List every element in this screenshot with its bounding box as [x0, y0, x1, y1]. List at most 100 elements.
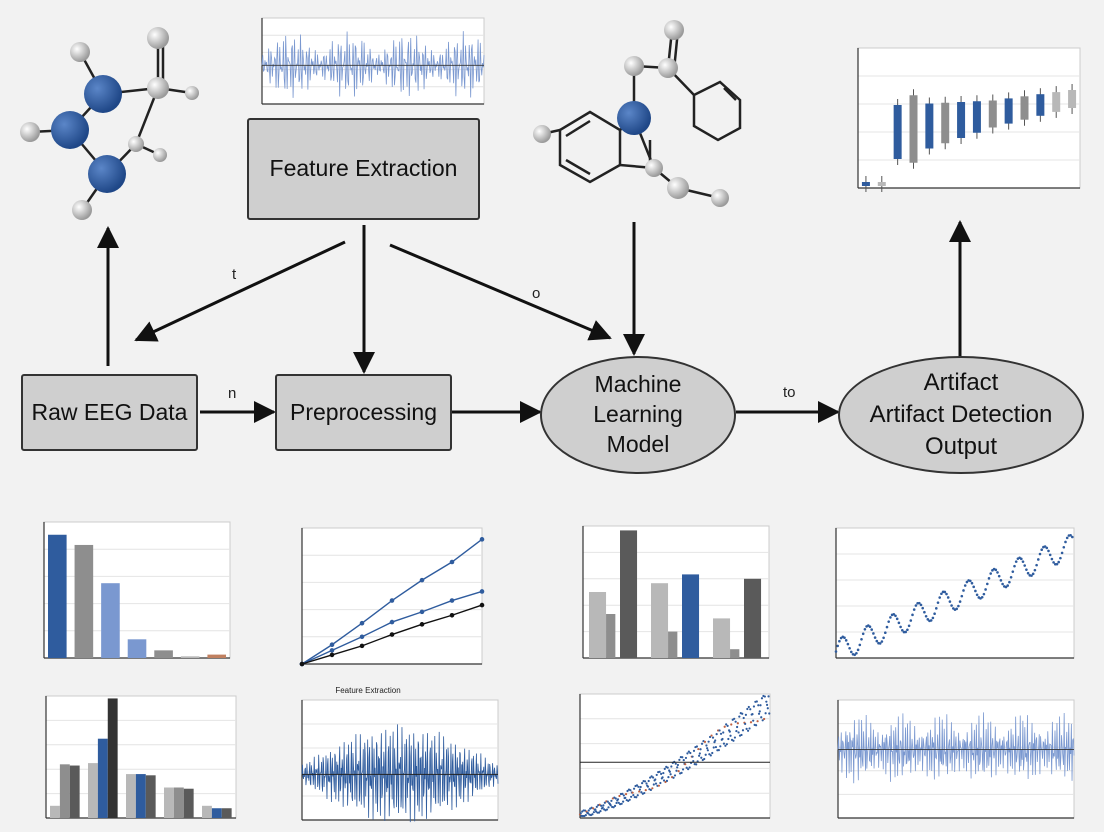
scatter-chart-2-point	[698, 752, 701, 755]
scatter-chart-2-point	[711, 736, 715, 739]
scatter-chart-2-point	[700, 756, 703, 759]
bar-chart-3-bar	[145, 775, 156, 818]
line-chart-1-point	[329, 648, 335, 653]
bar-chart-2-bar	[620, 530, 638, 658]
scatter-chart-2-point	[732, 739, 735, 742]
scatter-chart-1-point	[1004, 585, 1008, 589]
scatter-chart-2-point	[684, 756, 688, 760]
scatter-chart-2-point	[687, 750, 690, 753]
scatter-chart-2-point	[681, 756, 684, 759]
scatter-chart-2-point	[730, 723, 733, 726]
scatter-chart-2-point	[607, 806, 610, 809]
scatter-chart-1-point	[909, 619, 913, 622]
scatter-chart-2-point	[758, 710, 761, 713]
scatter-chart-1-point	[1045, 546, 1049, 550]
scatter-chart-1-point	[899, 625, 902, 629]
scatter-chart-1-point	[987, 577, 991, 580]
scatter-chart-2-point	[661, 776, 664, 779]
node-ml-label-line3: Model	[606, 430, 670, 457]
bar-chart-2	[582, 525, 770, 659]
signal-chart-2-plot-area	[837, 699, 1075, 819]
line-chart-1-point	[389, 632, 395, 637]
scatter-chart-1-point	[1059, 556, 1062, 560]
scatter-chart-2-point	[670, 765, 673, 768]
scatter-chart-2-point	[719, 732, 723, 735]
scatter-chart-2-point	[669, 773, 672, 776]
bar-chart-3-bar	[211, 808, 222, 818]
node-machine-learning-model[interactable]: Machine Learning Model	[540, 356, 736, 474]
scatter-chart-2-point	[605, 808, 609, 811]
scatter-chart-2-point	[677, 770, 680, 773]
scatter-chart-2-point	[746, 707, 749, 711]
scatter-chart-2-point	[748, 727, 751, 730]
scatter-chart-1-point	[999, 579, 1003, 582]
node-raw-eeg-data[interactable]: Raw EEG Data	[21, 374, 198, 451]
scatter-chart-1-point	[940, 592, 943, 596]
scatter-chart-2-point	[752, 705, 756, 708]
scatter-chart-1-point	[1031, 572, 1035, 576]
scatter-chart-2-point	[617, 801, 620, 804]
scatter-chart-2-point	[717, 749, 720, 752]
candlestick-thumbnail-plot-area	[857, 47, 1081, 189]
scatter-chart-2-point	[616, 798, 620, 801]
scatter-chart-2-point	[649, 788, 652, 792]
scatter-chart-1-point	[1040, 548, 1043, 552]
bar-chart-1-bar	[180, 656, 200, 658]
scatter-chart-2-point	[740, 733, 743, 737]
scatter-chart-2-point	[697, 747, 700, 751]
scatter-chart-2-point	[654, 778, 657, 781]
scatter-chart-2-point	[622, 800, 625, 803]
scatter-chart-2-point	[700, 742, 704, 745]
node-artifact-detection-output[interactable]: Artifact Artifact Detection Output	[838, 356, 1084, 474]
scatter-chart-2-point	[613, 804, 617, 807]
scatter-chart-1-point	[933, 612, 936, 615]
scatter-chart-2-point	[738, 715, 741, 718]
molecule-icon-right	[533, 20, 742, 207]
scatter-chart-2-point	[638, 788, 642, 791]
scatter-chart-2-point	[615, 801, 618, 805]
scatter-chart-2-point	[760, 716, 763, 719]
scatter-chart-1-point	[975, 593, 979, 597]
scatter-chart-1-point	[924, 614, 928, 618]
scatter-chart-1-point	[943, 590, 947, 594]
scatter-chart-2-point	[742, 716, 745, 720]
scatter-chart-2-point	[635, 784, 639, 787]
line-chart-1-plot-area	[301, 527, 483, 665]
scatter-chart-1-point	[904, 630, 907, 634]
node-feature-extraction[interactable]: Feature Extraction	[247, 118, 480, 220]
scatter-chart-2-point	[751, 712, 754, 716]
line-chart-1-point	[359, 634, 365, 640]
scatter-chart-1-point	[1030, 574, 1033, 577]
scatter-chart-1-point	[1065, 536, 1069, 540]
scatter-chart-2-point	[745, 727, 748, 730]
scatter-chart-1-point	[1047, 549, 1050, 553]
line-chart-1-point	[479, 602, 485, 608]
scatter-chart-2-point	[630, 795, 633, 798]
candlestick-body	[941, 102, 950, 144]
node-ml-label-line2: Learning	[593, 401, 683, 428]
scatter-chart-1-plot-area	[835, 527, 1075, 659]
line-chart-1-point	[299, 661, 305, 667]
signal-chart-2	[837, 699, 1075, 819]
scatter-chart-2-point	[759, 704, 762, 707]
scatter-chart-2-point	[755, 700, 758, 703]
node-preprocessing-label: Preprocessing	[289, 398, 438, 425]
bar-chart-3-bar	[173, 787, 184, 818]
scatter-chart-2-point	[757, 704, 760, 707]
line-chart-1-point	[449, 559, 455, 565]
scatter-chart-2-point	[722, 742, 726, 745]
scatter-chart-2-point	[646, 785, 650, 788]
scatter-chart-1-point	[950, 604, 953, 607]
scatter-chart-1-point	[921, 606, 924, 610]
scatter-chart-1-point	[838, 639, 841, 643]
line-chart-1-point	[359, 620, 365, 626]
scatter-chart-1-point	[923, 610, 926, 614]
scatter-chart-2-point	[749, 721, 753, 724]
node-preprocessing[interactable]: Preprocessing	[275, 374, 452, 451]
scatter-chart-1-point	[1060, 551, 1064, 555]
scatter-chart-1-point	[873, 636, 877, 639]
scatter-chart-2-point	[756, 720, 759, 723]
candlestick-body	[893, 105, 902, 159]
scatter-chart-2-point	[594, 808, 597, 811]
scatter-chart-1-point	[843, 636, 846, 639]
